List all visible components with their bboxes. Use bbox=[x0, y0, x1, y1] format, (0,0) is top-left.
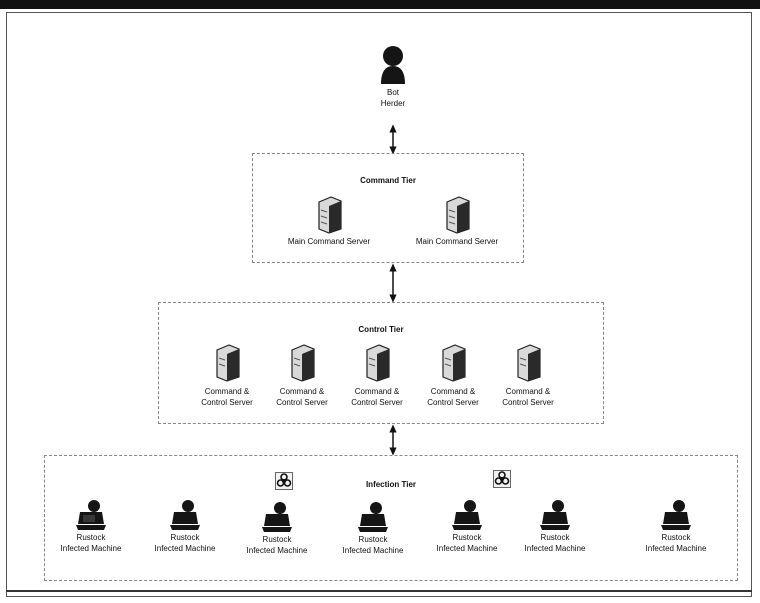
control-tier-box: Control Tier Command & Control Server Co… bbox=[158, 302, 604, 424]
infected-machine-3-line1: Rustock bbox=[262, 535, 292, 544]
person-silhouette-icon bbox=[381, 46, 405, 84]
server-icon bbox=[442, 344, 466, 382]
infected-machine-4-line1: Rustock bbox=[358, 535, 388, 544]
infected-machine-1-line1: Rustock bbox=[76, 533, 106, 542]
infected-machine-5-line2: Infected Machine bbox=[436, 544, 498, 553]
server-icon bbox=[517, 344, 541, 382]
bot-herder-label-line1: Bot bbox=[386, 88, 399, 97]
infected-machine-2-line1: Rustock bbox=[170, 533, 200, 542]
cc-server-2-line2: Control Server bbox=[276, 398, 328, 407]
infected-computer-icon bbox=[661, 500, 691, 530]
infected-computer-icon bbox=[170, 500, 200, 530]
infected-computer-icon bbox=[76, 500, 106, 530]
biohazard-icon bbox=[275, 472, 293, 490]
server-icon bbox=[216, 344, 240, 382]
cc-server-3-line2: Control Server bbox=[351, 398, 403, 407]
top-border-bar bbox=[0, 0, 760, 9]
infected-machine-7-line2: Infected Machine bbox=[645, 544, 707, 553]
main-command-server-1: Main Command Server bbox=[265, 196, 393, 247]
bottom-border-line bbox=[6, 590, 752, 592]
cc-server-5-line2: Control Server bbox=[502, 398, 554, 407]
cc-server-4: Command & Control Server bbox=[418, 343, 488, 408]
server-icon bbox=[318, 196, 342, 234]
cc-server-1-line2: Control Server bbox=[201, 398, 253, 407]
infection-tier-title: Infection Tier bbox=[365, 480, 417, 489]
server-icon bbox=[291, 344, 315, 382]
infected-machine-6-line1: Rustock bbox=[540, 533, 570, 542]
bot-herder: Bot Herder bbox=[363, 44, 423, 109]
server-icon bbox=[366, 344, 390, 382]
infected-machine-6-line2: Infected Machine bbox=[524, 544, 586, 553]
cc-server-3: Command & Control Server bbox=[342, 343, 412, 408]
infected-machine-4: Rustock Infected Machine bbox=[333, 500, 413, 556]
infected-machine-2-line2: Infected Machine bbox=[154, 544, 216, 553]
infected-machine-1: Rustock Infected Machine bbox=[51, 498, 131, 554]
control-tier-title: Control Tier bbox=[358, 325, 404, 334]
cc-server-2: Command & Control Server bbox=[267, 343, 337, 408]
biohazard-icon bbox=[493, 470, 511, 488]
infected-machine-5-line1: Rustock bbox=[452, 533, 482, 542]
main-command-server-1-label: Main Command Server bbox=[287, 237, 371, 246]
infection-tier-box: Infection Tier Rustock Infected Machine … bbox=[44, 455, 738, 581]
infected-machine-6: Rustock Infected Machine bbox=[515, 498, 595, 554]
infected-machine-7-line1: Rustock bbox=[661, 533, 691, 542]
command-tier-box: Command Tier Main Command Server Main Co… bbox=[252, 153, 524, 263]
infected-computer-icon bbox=[262, 502, 292, 532]
cc-server-1: Command & Control Server bbox=[192, 343, 262, 408]
infected-computer-icon bbox=[452, 500, 482, 530]
infected-machine-3: Rustock Infected Machine bbox=[237, 500, 317, 556]
infected-computer-icon bbox=[358, 502, 388, 532]
diagram-frame bbox=[6, 12, 752, 597]
cc-server-4-line2: Control Server bbox=[427, 398, 479, 407]
main-command-server-2-label: Main Command Server bbox=[415, 237, 499, 246]
cc-server-2-line1: Command & bbox=[279, 387, 325, 396]
infected-machine-4-line2: Infected Machine bbox=[342, 546, 404, 555]
command-tier-title: Command Tier bbox=[360, 176, 416, 185]
infected-machine-5: Rustock Infected Machine bbox=[427, 498, 507, 554]
infected-machine-2: Rustock Infected Machine bbox=[145, 498, 225, 554]
main-command-server-2: Main Command Server bbox=[393, 196, 521, 247]
cc-server-1-line1: Command & bbox=[204, 387, 250, 396]
server-icon bbox=[446, 196, 470, 234]
cc-server-5: Command & Control Server bbox=[493, 343, 563, 408]
cc-server-3-line1: Command & bbox=[354, 387, 400, 396]
infected-machine-1-line2: Infected Machine bbox=[60, 544, 122, 553]
infected-computer-icon bbox=[540, 500, 570, 530]
bot-herder-label-line2: Herder bbox=[380, 99, 406, 108]
cc-server-4-line1: Command & bbox=[430, 387, 476, 396]
infected-machine-7: Rustock Infected Machine bbox=[633, 498, 719, 554]
cc-server-5-line1: Command & bbox=[505, 387, 551, 396]
infected-machine-3-line2: Infected Machine bbox=[246, 546, 308, 555]
